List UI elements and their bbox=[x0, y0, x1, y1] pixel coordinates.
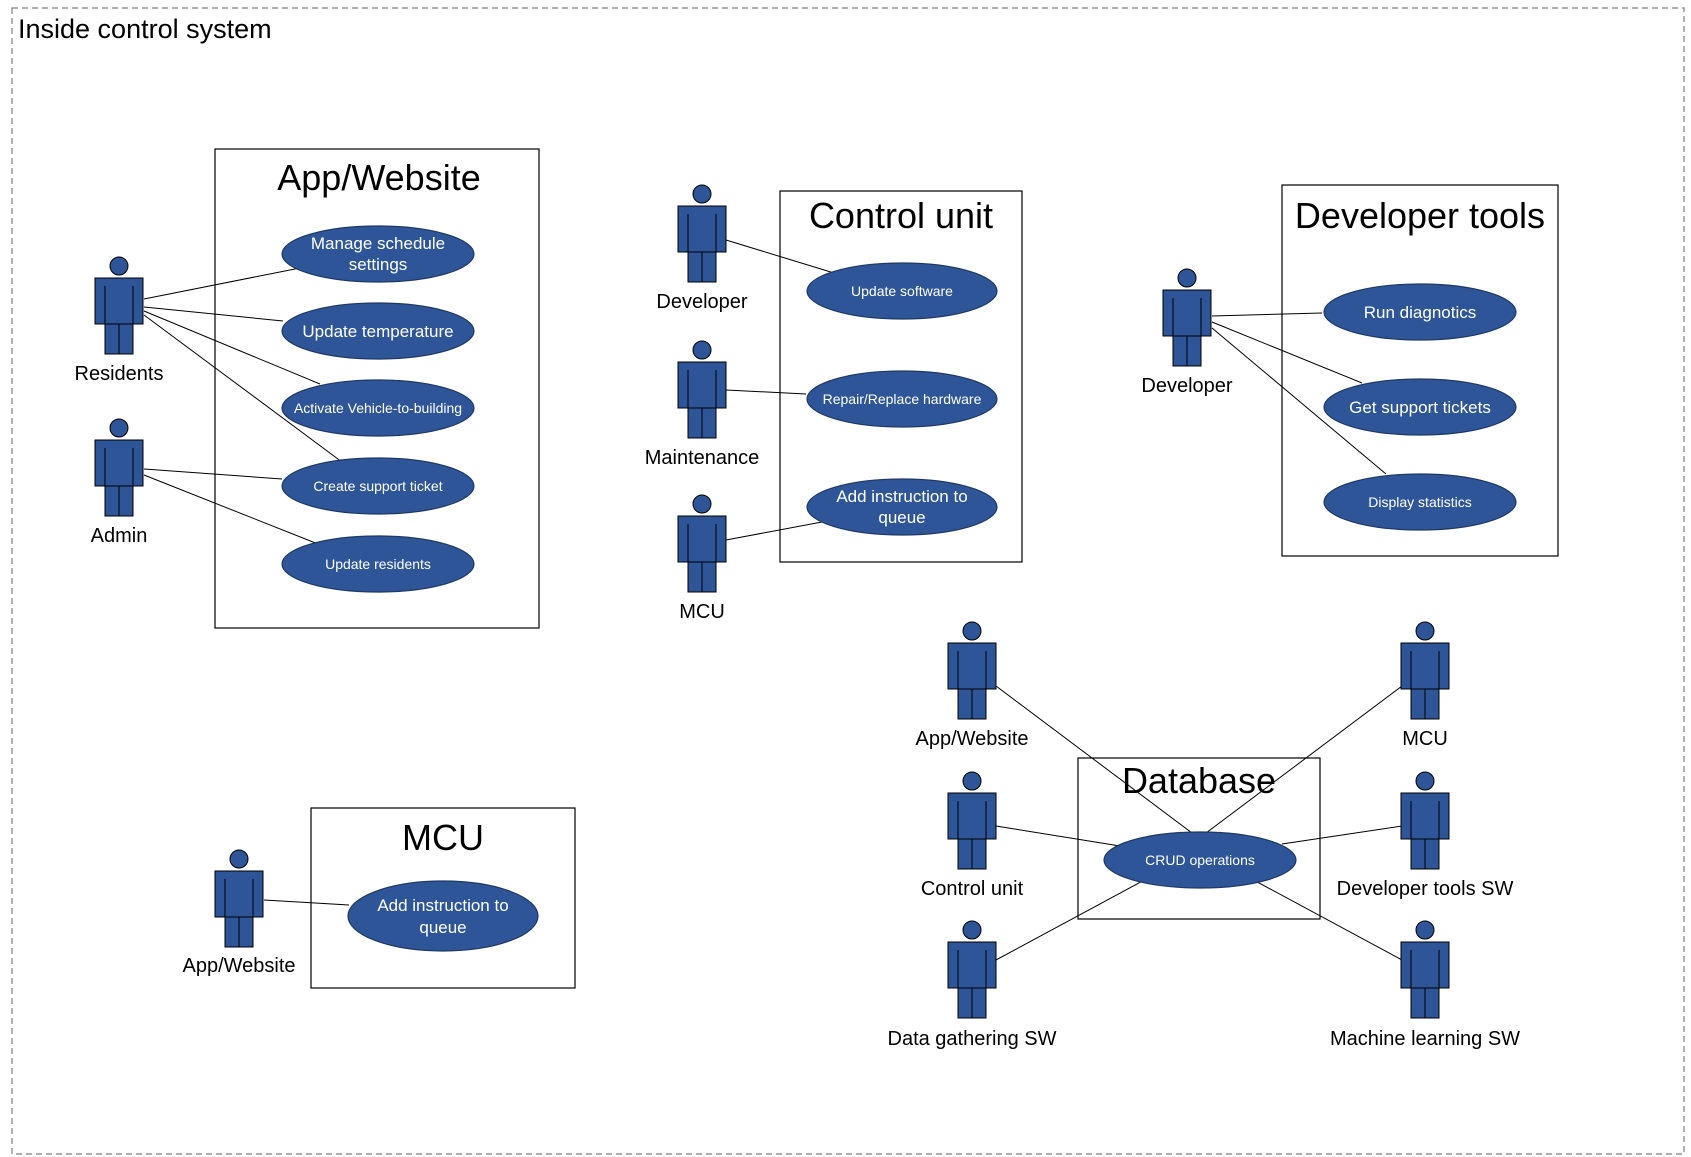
actor-db-mcu: MCU bbox=[1400, 621, 1450, 750]
link-cu-maintenance-repair bbox=[725, 389, 807, 395]
svg-text:Maintenance: Maintenance bbox=[645, 447, 760, 469]
svg-text:Update residents: Update residents bbox=[325, 556, 431, 572]
svg-text:Control unit: Control unit bbox=[921, 878, 1024, 900]
stick-actor-icon bbox=[1400, 621, 1450, 720]
svg-text:Get support tickets: Get support tickets bbox=[1349, 398, 1491, 417]
svg-text:Data gathering SW: Data gathering SW bbox=[888, 1028, 1057, 1050]
link-residents-activate-v2b bbox=[143, 310, 321, 385]
link-admin-create-ticket bbox=[143, 468, 283, 480]
actor-db-app-website: App/Website bbox=[915, 621, 1029, 750]
frame-title: Inside control system bbox=[18, 14, 272, 44]
svg-text:Update software: Update software bbox=[851, 283, 953, 299]
stick-actor-icon bbox=[677, 340, 727, 439]
app-website-title: App/Website bbox=[277, 157, 480, 198]
usecase-crud-operations: CRUD operations bbox=[1103, 831, 1297, 889]
link-mcu-app-add-instruction bbox=[263, 899, 350, 906]
link-db-data-gathering bbox=[995, 876, 1151, 961]
svg-text:CRUD operations: CRUD operations bbox=[1145, 852, 1255, 868]
link-dt-developer-get-tickets bbox=[1211, 321, 1363, 384]
svg-text:Update temperature: Update temperature bbox=[302, 322, 453, 341]
svg-text:Developer tools SW: Developer tools SW bbox=[1337, 878, 1514, 900]
system-boundary-frame bbox=[11, 7, 1685, 1155]
database-title: Database bbox=[1122, 760, 1276, 801]
actor-cu-mcu: MCU bbox=[677, 494, 727, 623]
actor-residents: Residents bbox=[75, 256, 164, 385]
usecase-run-diagnostics: Run diagnotics bbox=[1323, 283, 1517, 341]
stick-actor-icon bbox=[677, 184, 727, 283]
control-unit-title: Control unit bbox=[809, 195, 993, 236]
link-residents-update-temperature bbox=[143, 306, 284, 322]
svg-text:Developer: Developer bbox=[656, 291, 748, 313]
stick-actor-icon bbox=[1400, 920, 1450, 1019]
svg-text:Repair/Replace hardware: Repair/Replace hardware bbox=[823, 391, 982, 407]
usecase-repair-replace-hardware: Repair/Replace hardware bbox=[806, 370, 998, 428]
link-residents-create-ticket bbox=[143, 314, 343, 463]
usecase-create-support-ticket: Create support ticket bbox=[281, 457, 475, 515]
link-residents-manage-schedule bbox=[143, 267, 301, 300]
link-cu-mcu-add-instruction bbox=[725, 521, 823, 541]
svg-text:Residents: Residents bbox=[75, 363, 164, 385]
actor-db-data-gathering: Data gathering SW bbox=[888, 920, 1057, 1050]
svg-text:Activate Vehicle-to-building: Activate Vehicle-to-building bbox=[294, 400, 462, 416]
svg-text:Admin: Admin bbox=[91, 525, 148, 547]
link-db-app-website bbox=[995, 685, 1229, 861]
svg-text:MCU: MCU bbox=[1402, 728, 1448, 750]
usecase-update-residents: Update residents bbox=[281, 535, 475, 593]
stick-actor-icon bbox=[214, 849, 264, 948]
stick-actor-icon bbox=[94, 256, 144, 355]
svg-text:MCU: MCU bbox=[679, 601, 725, 623]
svg-text:Developer: Developer bbox=[1141, 375, 1233, 397]
usecase-display-statistics: Display statistics bbox=[1323, 473, 1517, 531]
stick-actor-icon bbox=[947, 920, 997, 1019]
stick-actor-icon bbox=[677, 494, 727, 593]
usecase-get-support-tickets: Get support tickets bbox=[1323, 378, 1517, 436]
actor-db-ml-sw: Machine learning SW bbox=[1330, 920, 1520, 1050]
link-db-mcu bbox=[1169, 685, 1403, 861]
link-db-ml-sw bbox=[1247, 876, 1403, 961]
stick-actor-icon bbox=[1400, 771, 1450, 870]
actor-mcu-app-website: App/Website bbox=[182, 849, 296, 977]
svg-text:Run diagnotics: Run diagnotics bbox=[1364, 303, 1476, 322]
developer-tools-title: Developer tools bbox=[1295, 195, 1545, 236]
actor-cu-maintenance: Maintenance bbox=[645, 340, 760, 469]
actor-db-control-unit: Control unit bbox=[921, 771, 1024, 900]
svg-text:App/Website: App/Website bbox=[915, 728, 1028, 750]
stick-actor-icon bbox=[947, 771, 997, 870]
actor-cu-developer: Developer bbox=[656, 184, 748, 313]
actor-db-dev-tools-sw: Developer tools SW bbox=[1337, 771, 1514, 900]
link-dt-developer-run-diagnostics bbox=[1211, 312, 1323, 317]
mcu-title: MCU bbox=[402, 817, 484, 858]
svg-text:App/Website: App/Website bbox=[182, 955, 295, 977]
link-db-dev-tools-sw bbox=[1281, 825, 1403, 845]
svg-text:Create support ticket: Create support ticket bbox=[313, 478, 442, 494]
link-admin-update-residents bbox=[143, 474, 319, 545]
usecase-update-temperature: Update temperature bbox=[281, 302, 475, 360]
link-db-control-unit bbox=[995, 825, 1121, 847]
usecase-update-software: Update software bbox=[806, 262, 998, 320]
connectors bbox=[143, 239, 1403, 961]
svg-text:Machine learning SW: Machine learning SW bbox=[1330, 1028, 1520, 1050]
stick-actor-icon bbox=[1162, 268, 1212, 367]
svg-text:Display statistics: Display statistics bbox=[1368, 494, 1471, 510]
stick-actor-icon bbox=[947, 621, 997, 720]
link-dt-developer-display-stats bbox=[1211, 327, 1387, 475]
actor-dt-developer: Developer bbox=[1141, 268, 1233, 397]
stick-actor-icon bbox=[94, 418, 144, 517]
usecase-activate-v2b: Activate Vehicle-to-building bbox=[281, 379, 475, 437]
actor-admin: Admin bbox=[91, 418, 148, 547]
link-cu-developer-update-software bbox=[725, 239, 835, 274]
